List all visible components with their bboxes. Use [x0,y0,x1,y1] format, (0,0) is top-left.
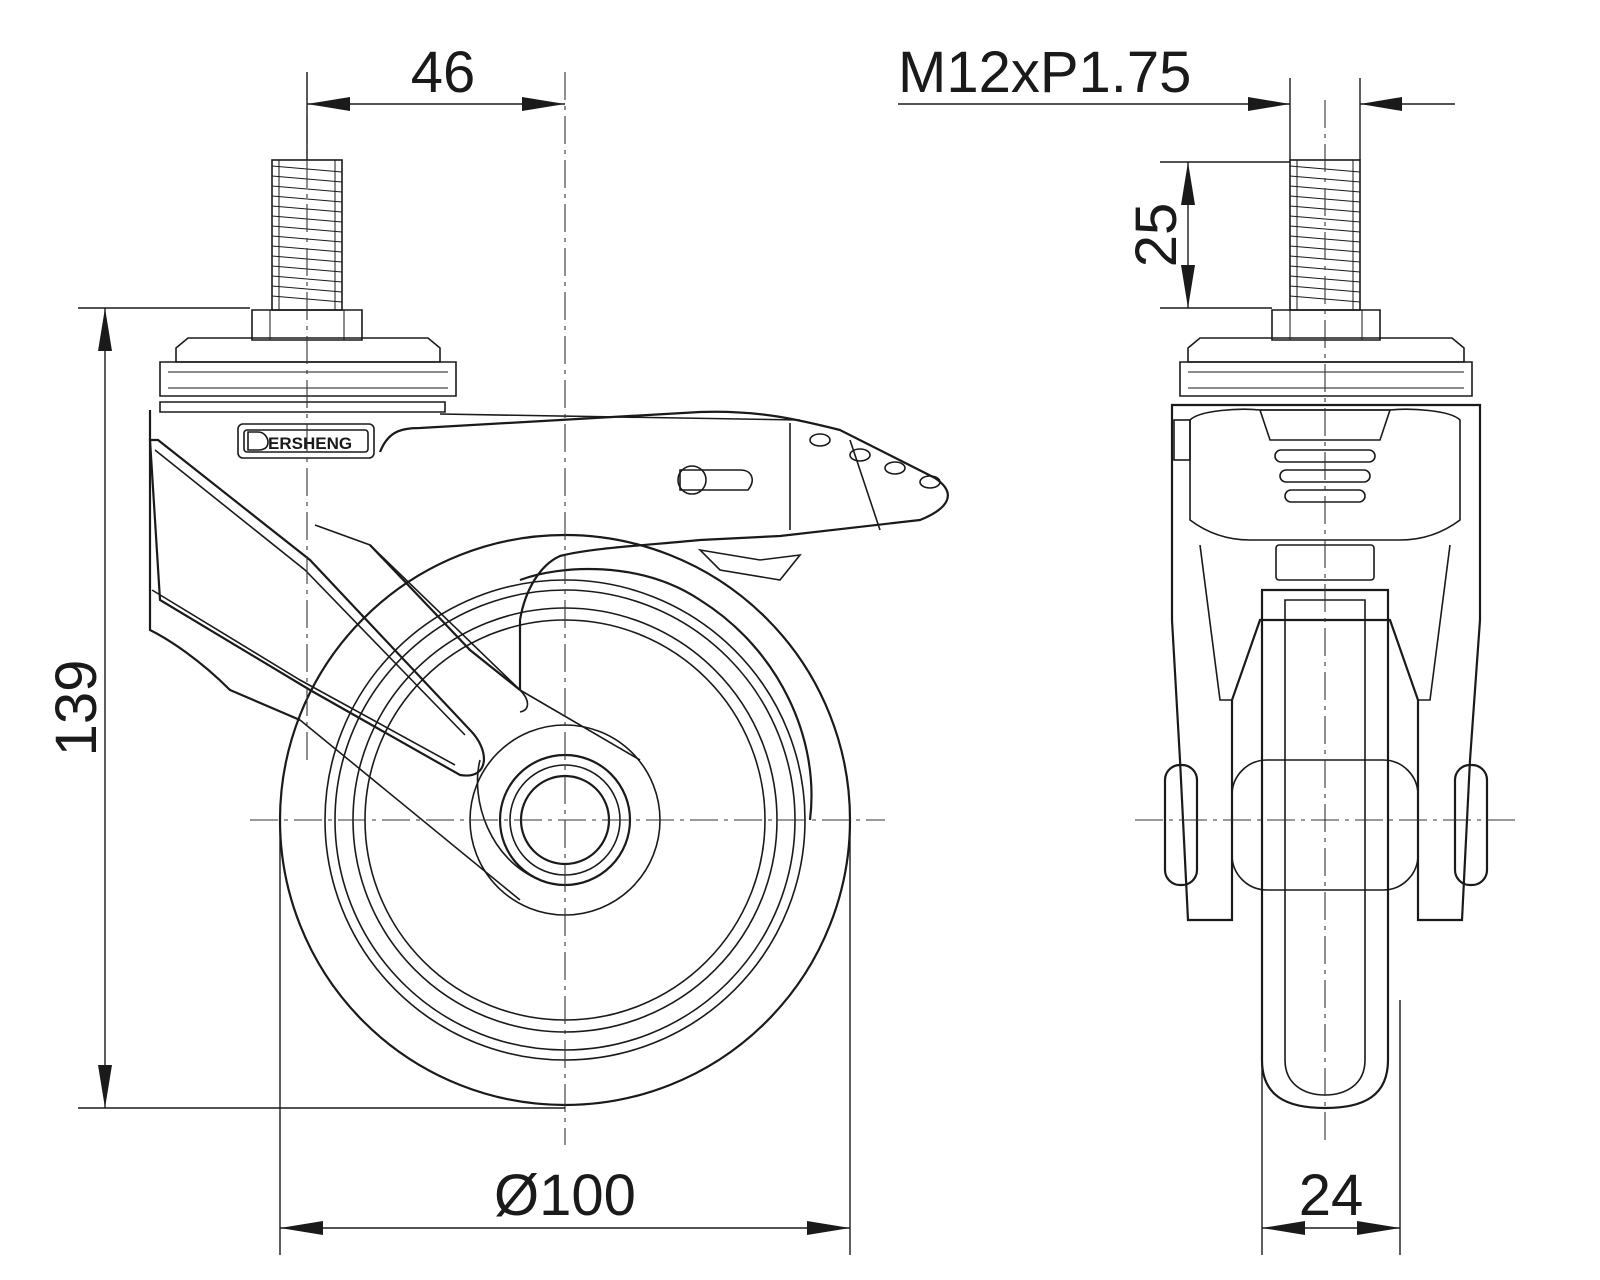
dim-wheel-width-label: 24 [1299,1163,1364,1228]
dim-thread: M12xP1.75 [898,40,1455,160]
front-side-hubs [1163,759,1489,891]
dim-wheel-diameter: Ø100 [279,820,851,1255]
dim-height: 139 [44,307,565,1109]
dim-height-label: 139 [44,660,109,757]
front-hex-nut [1179,309,1473,397]
side-view: ERSHENG [148,72,949,1145]
side-swivel-head [148,401,446,722]
brand-badge: ERSHENG [237,423,375,459]
front-fork-housing [1170,403,1482,922]
dim-thread-label: M12xP1.75 [898,40,1191,105]
dim-stem-length-label: 25 [1124,203,1189,268]
dim-wheel-diameter-label: Ø100 [494,1163,636,1228]
front-view [1135,100,1520,1145]
dim-wheel-width: 24 [1261,1000,1401,1255]
dimensions: 46 M12xP1.75 25 139 [44,40,1455,1255]
dim-offset-label: 46 [411,40,476,105]
side-hex-nut [159,309,457,397]
dim-offset: 46 [306,40,565,160]
dim-stem-length: 25 [1124,161,1290,309]
side-fork [148,438,641,901]
brand-badge-label: ERSHENG [268,434,352,453]
side-brake-lever [378,410,949,690]
